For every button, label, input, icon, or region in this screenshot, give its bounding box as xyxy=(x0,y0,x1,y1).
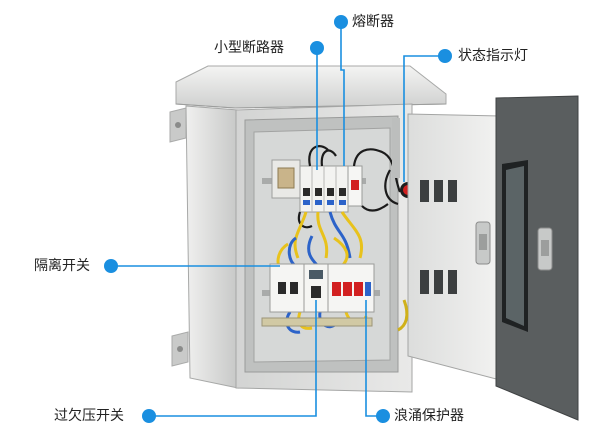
door-earth-wire xyxy=(397,299,409,332)
label-mcb: 小型断路器 xyxy=(214,40,284,56)
callout-dot-surge-protector xyxy=(376,409,390,423)
label-isolator: 隔离开关 xyxy=(34,258,90,274)
callout-dot-voltage-protector xyxy=(142,409,156,423)
mcb-group xyxy=(299,165,349,213)
callout-line-voltage xyxy=(149,300,317,417)
callout-dot-fuse xyxy=(334,15,348,29)
callout-line-surge xyxy=(365,300,383,417)
label-voltage-protector: 过欠压开关 xyxy=(54,408,124,424)
mounting-ear-bottom xyxy=(171,331,189,367)
callout-line-fuse xyxy=(340,22,345,166)
fuse-holder xyxy=(271,159,301,199)
callout-dot-status-light xyxy=(438,49,452,63)
control-wiring xyxy=(297,145,402,229)
surge-protector xyxy=(327,263,375,313)
callout-dot-isolator xyxy=(104,259,118,273)
label-surge-protector: 浪涌保护器 xyxy=(394,408,464,424)
door-latch-left xyxy=(475,221,491,265)
label-status-light: 状态指示灯 xyxy=(458,48,528,64)
terminal-block xyxy=(261,317,373,327)
label-fuse: 熔断器 xyxy=(352,14,394,30)
callout-line-status xyxy=(403,55,445,182)
door-vent-slots xyxy=(420,180,457,294)
door-latch-right xyxy=(537,227,553,271)
callout-dot-mcb xyxy=(310,41,324,55)
